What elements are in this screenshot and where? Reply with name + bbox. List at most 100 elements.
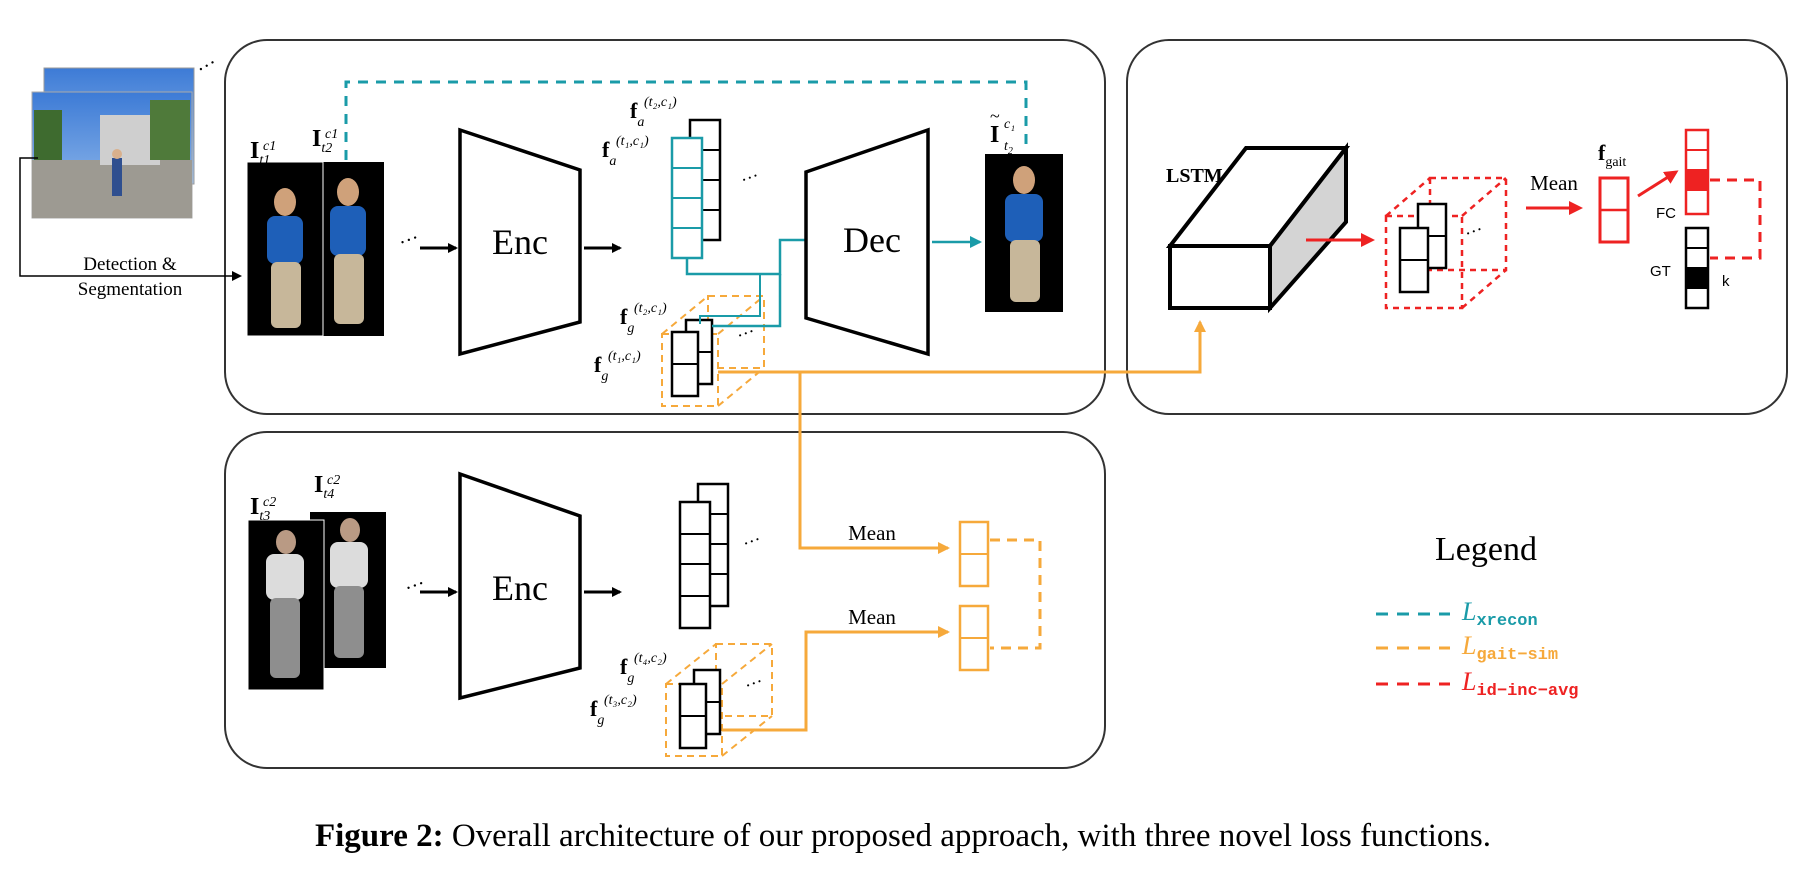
ellipsis-top-input: …: [394, 221, 420, 249]
caption-text: Overall architecture of our proposed app…: [443, 818, 1492, 854]
label-I-t2-sup: c1: [325, 127, 338, 142]
panel-top-left: [224, 39, 1106, 415]
silhouette-t3c2: [247, 519, 325, 691]
label-recon-I: I: [990, 122, 999, 148]
ellipsis-bottom-input: …: [400, 567, 426, 595]
label-fg-t3c2-sub: g: [597, 713, 604, 728]
fg-to-dec-connector: [712, 274, 782, 328]
label-f-gait-f: f: [1598, 140, 1606, 165]
k-label: k: [1722, 273, 1730, 290]
label-recon-tilde: ~: [990, 106, 1000, 126]
f-a-feature-stack: [670, 118, 722, 260]
label-fg-t2c1: fg: [620, 304, 634, 336]
legend-gait-sim-main: L: [1461, 631, 1476, 660]
label-fg-t4c2-sup: (t₄,c₂): [634, 651, 667, 666]
label-fa-t2c1: fa: [630, 98, 644, 130]
bottom-stack-ellipsis: …: [738, 524, 762, 549]
label-I-t1-sup: c1: [263, 139, 276, 154]
fg-top-ellipsis: …: [732, 316, 756, 341]
label-fg-t2c1-sub: g: [627, 321, 634, 336]
label-fg-t1c1-sup: (t₁,c₁): [608, 349, 641, 364]
fg-to-dec-connector-2: [699, 274, 761, 324]
label-fg-t1c1: fg: [594, 352, 608, 384]
gt-label: GT: [1650, 263, 1671, 280]
f-g-cube-bottom: [665, 643, 773, 757]
label-I-t4: It4: [314, 472, 334, 502]
decoder: [804, 127, 930, 357]
silhouette-t1c1: [246, 161, 324, 337]
gait-sim-loss-path: [990, 538, 1042, 650]
mean-bottom-1-label: Mean: [848, 521, 896, 545]
input-video-frames: …: [31, 47, 218, 219]
label-I-t3-sup: c2: [263, 495, 276, 510]
label-I-t1-sub: t1: [259, 153, 270, 168]
lstm-label: LSTM: [1166, 165, 1223, 187]
dec-label: Dec: [843, 220, 901, 260]
label-fg-t1c1-f: f: [594, 352, 602, 377]
label-I-t1-main: I: [250, 138, 259, 164]
legend-label-gait-sim: Lgait−sim: [1461, 631, 1558, 665]
label-fa-t1c1-sup: (t₁,c₁): [616, 134, 649, 149]
legend-item-xrecon: Lxrecon: [1376, 597, 1538, 631]
label-fg-t4c2: fg: [620, 654, 634, 686]
bottom-feature-stack: [678, 482, 730, 630]
legend-xrecon-sub: xrecon: [1476, 612, 1537, 631]
label-recon-sub-t: t: [1004, 139, 1009, 154]
label-I-t2-main: I: [312, 126, 321, 152]
label-f-gait-sub: gait: [1605, 155, 1626, 170]
label-fg-t2c1-sup: (t₂,c₁): [634, 301, 667, 316]
gt-vector: [1684, 226, 1710, 310]
detection-label-line1: Detection &: [83, 254, 177, 275]
id-inc-avg-loss-path: [1710, 178, 1762, 260]
fg-bottom-to-mean-path: [722, 626, 950, 732]
label-f-gait: fgait: [1598, 140, 1626, 170]
legend-id-inc-avg-sub: id−inc−avg: [1476, 682, 1578, 701]
label-I-t3-sub: t3: [259, 509, 270, 524]
detection-label-line2: Segmentation: [78, 279, 183, 300]
label-fa-t2c1-f: f: [630, 98, 638, 123]
label-fa-t1c1: fa: [602, 137, 616, 169]
detection-arrow: [19, 157, 242, 281]
legend-label-xrecon: Lxrecon: [1461, 597, 1538, 631]
label-fg-t3c2-f: f: [590, 696, 598, 721]
legend-gait-sim-sub: gait−sim: [1476, 646, 1558, 665]
legend-xrecon-main: L: [1461, 597, 1476, 626]
panel-right: [1126, 39, 1788, 415]
legend-label-id-inc-avg: Lid−inc−avg: [1461, 667, 1579, 701]
label-fg-t2c1-f: f: [620, 304, 628, 329]
label-recon-sub-2: 2: [1008, 146, 1013, 157]
label-fg-t3c2: fg: [590, 696, 604, 728]
label-I-t4-sub: t4: [323, 487, 334, 502]
label-I-t3-main: I: [250, 494, 259, 520]
fg-bottom-ellipsis: …: [740, 666, 764, 691]
fc-output-vector: [1684, 128, 1710, 216]
encoder-bottom: [458, 471, 582, 701]
label-recon-sup: c₁: [1004, 117, 1015, 132]
legend-title: Legend: [1435, 531, 1537, 568]
enc-top-label: Enc: [492, 222, 548, 262]
label-fa-t1c1-f: f: [602, 137, 610, 162]
fa-to-dec-connector: [685, 238, 806, 276]
label-fg-t4c2-sub: g: [627, 671, 634, 686]
legend-id-inc-avg-main: L: [1461, 667, 1476, 696]
label-recon-sub: t2: [1004, 139, 1013, 157]
label-fg-t3c2-sup: (t₃,c₂): [604, 693, 637, 708]
legend-item-gait-sim: Lgait−sim: [1376, 631, 1558, 665]
label-fa-t2c1-sup: (t₂,c₁): [644, 95, 677, 110]
label-fg-t1c1-sub: g: [601, 369, 608, 384]
xrecon-loss-path: [344, 80, 1028, 160]
fg-to-lstm-path: [718, 320, 1206, 374]
label-I-t4-main: I: [314, 472, 323, 498]
label-I-t4-sup: c2: [327, 473, 340, 488]
fg-to-mean-top-path: [798, 372, 950, 554]
fc-label: FC: [1656, 205, 1676, 222]
panel-bottom-left: [224, 431, 1106, 769]
label-fa-t1c1-sub: a: [609, 154, 616, 169]
mean-vector-bottom: [958, 604, 990, 672]
architecture-diagram: … Detection & Segmentation It1 c1 It2 c1…: [19, 39, 1788, 769]
label-I-t2: It2: [312, 126, 332, 156]
legend-item-id-inc-avg: Lid−inc−avg: [1376, 667, 1579, 701]
label-I-t3: It3: [250, 494, 270, 524]
mean-vector-top: [958, 520, 990, 588]
label-fa-t2c1-sub: a: [637, 115, 644, 130]
